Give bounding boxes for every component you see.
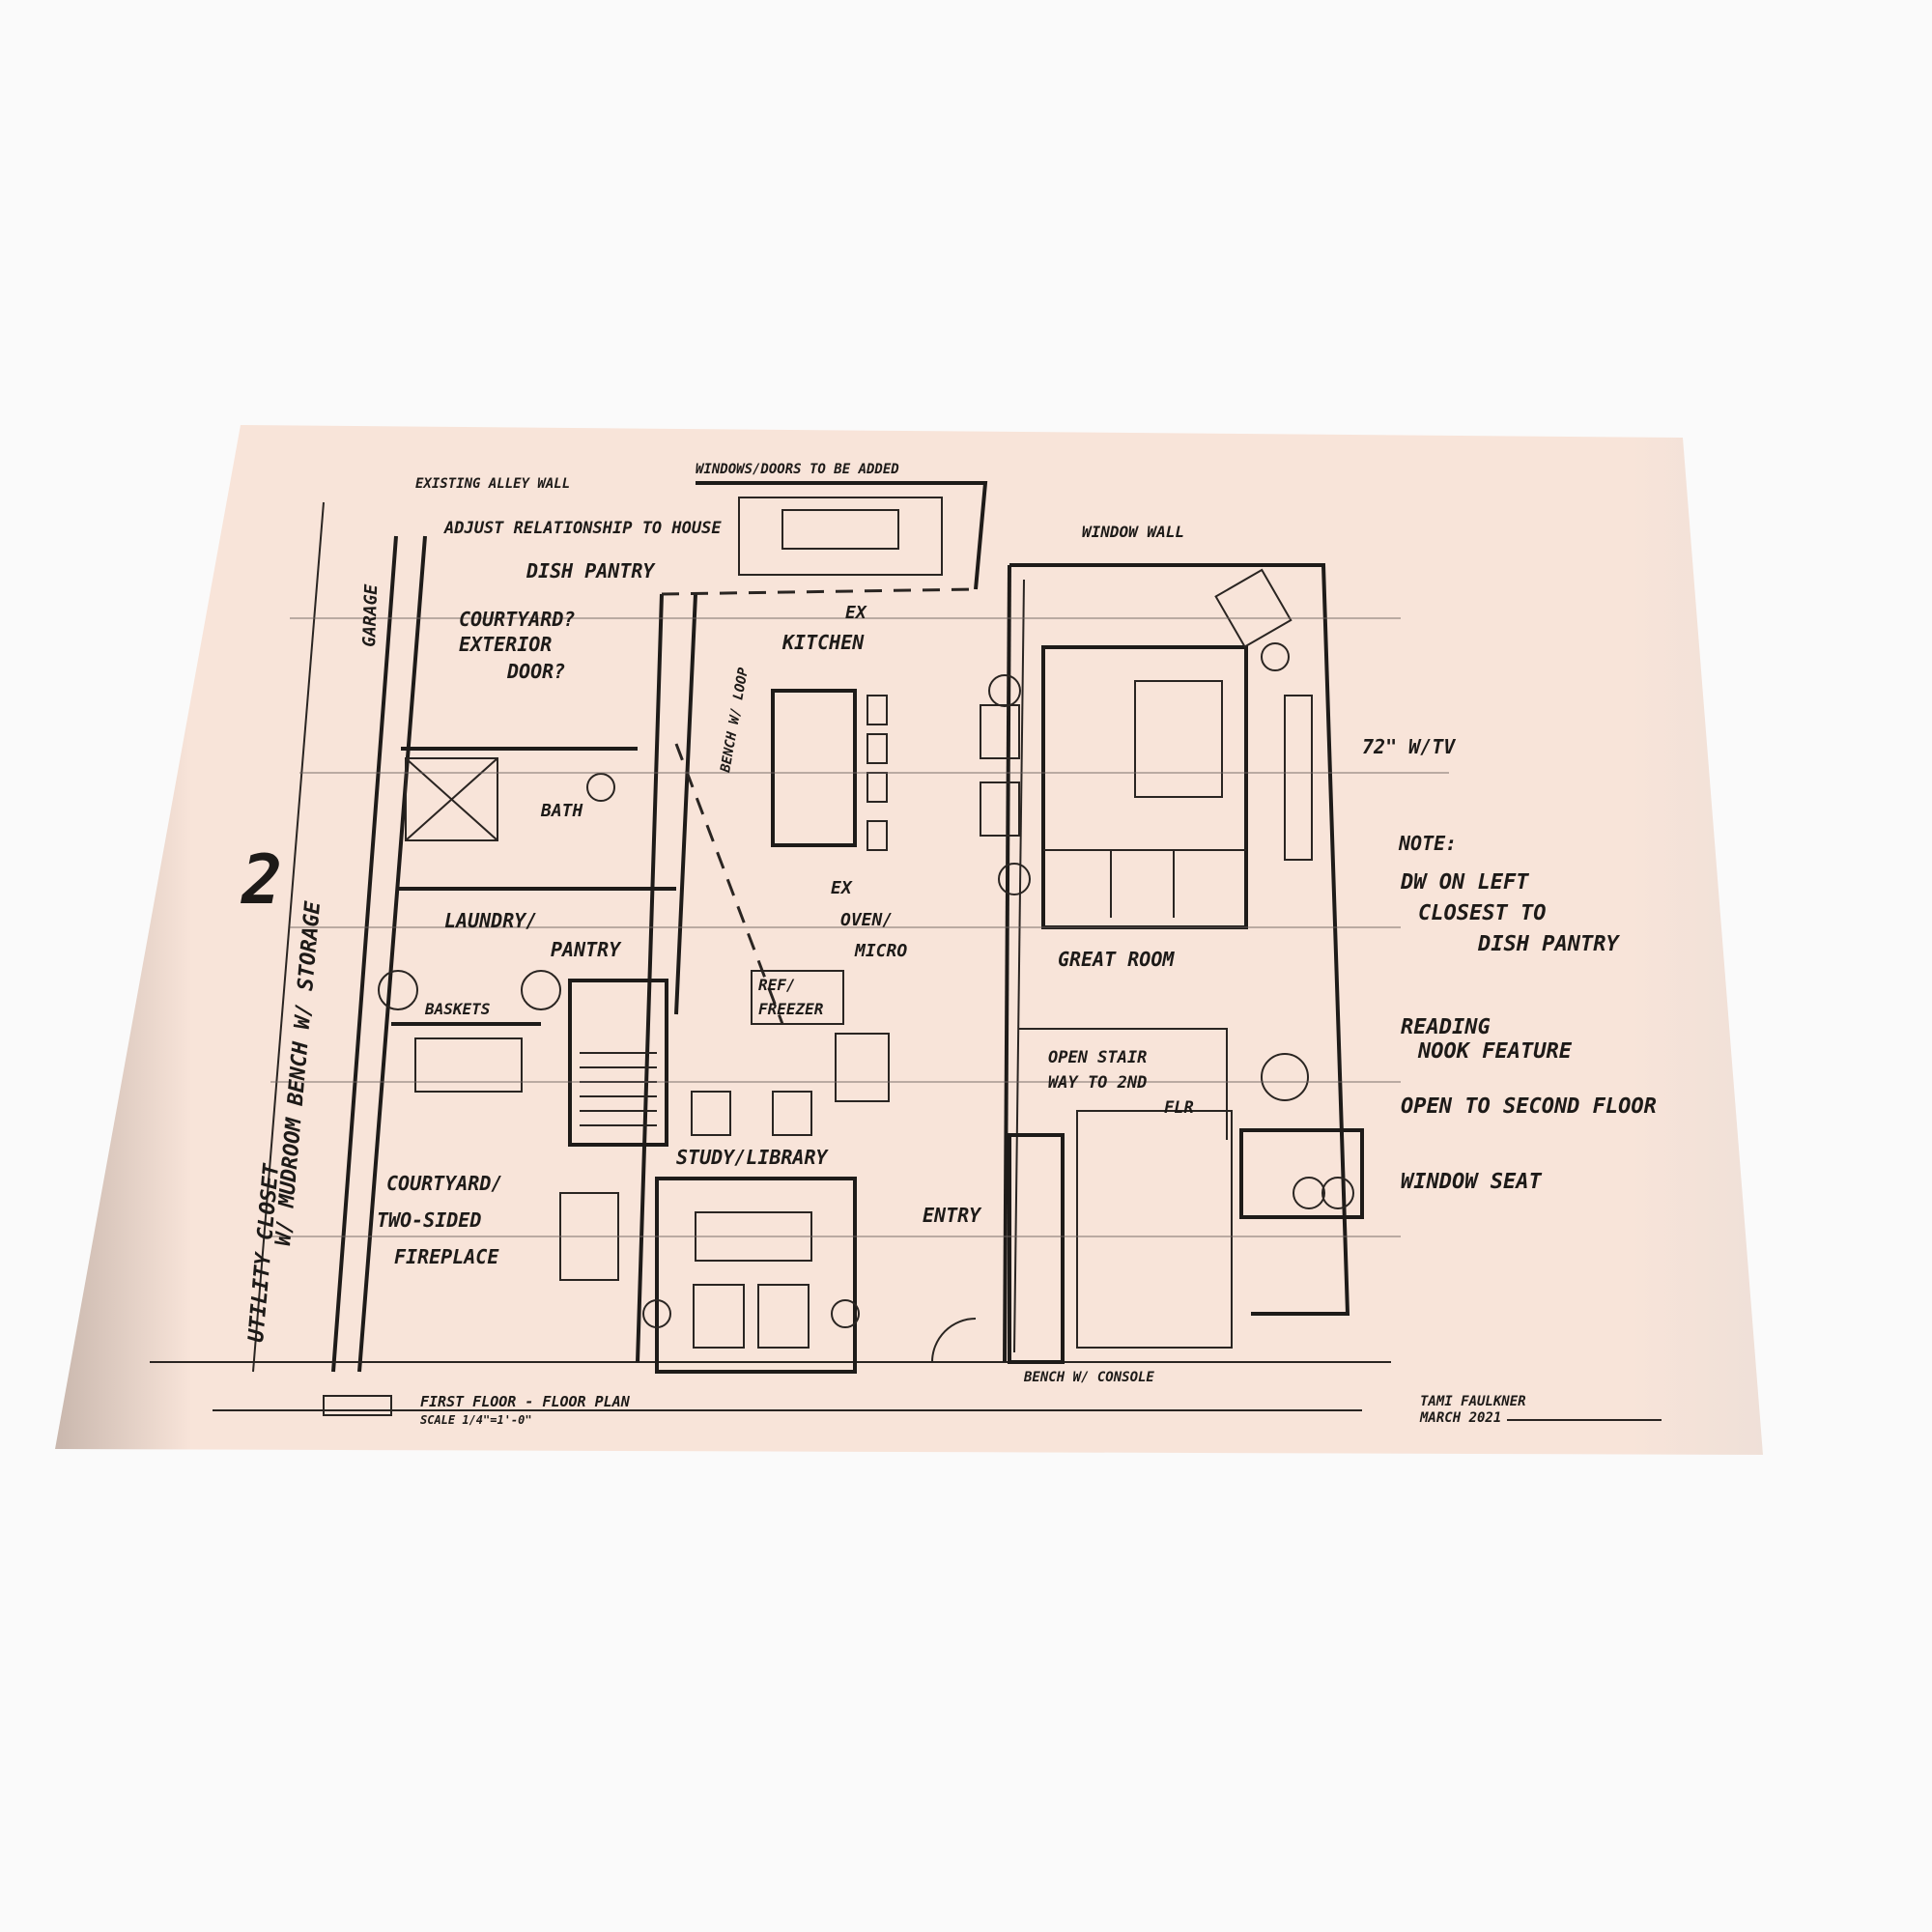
note-fireplace-3: FIREPLACE xyxy=(394,1245,499,1268)
note-windows: WINDOWS/DOORS TO BE ADDED xyxy=(696,462,899,477)
note-tv: 72" W/TV xyxy=(1362,735,1456,758)
room-stair-3: FLR xyxy=(1164,1098,1194,1118)
room-study: STUDY/LIBRARY xyxy=(676,1146,829,1169)
note-reading-2: NOOK FEATURE xyxy=(1417,1039,1573,1064)
room-stair-1: OPEN STAIR xyxy=(1048,1048,1147,1067)
room-oven-ex: EX xyxy=(831,878,853,898)
note-window-wall: WINDOW WALL xyxy=(1082,523,1184,541)
note-fireplace-1: COURTYARD/ xyxy=(386,1172,502,1195)
note-courtyard-3: DOOR? xyxy=(506,660,565,683)
note-baskets: BASKETS xyxy=(424,1000,491,1018)
room-kitchen: KITCHEN xyxy=(781,631,865,654)
sheet-scale: SCALE 1/4"=1'-0" xyxy=(420,1413,532,1427)
note-open-second: OPEN TO SECOND FLOOR xyxy=(1401,1094,1657,1119)
note-fireplace-2: TWO-SIDED xyxy=(377,1208,481,1232)
note-garage: GARAGE xyxy=(359,583,382,647)
note-title: NOTE: xyxy=(1398,832,1457,855)
note-existing-wall: EXISTING ALLEY WALL xyxy=(415,476,570,492)
note-adjust: ADJUST RELATIONSHIP TO HOUSE xyxy=(443,519,722,538)
room-laundry: LAUNDRY/ xyxy=(444,909,537,932)
room-bath: BATH xyxy=(540,801,583,821)
plan-drawing xyxy=(150,481,1662,1421)
room-stair-2: WAY TO 2ND xyxy=(1048,1073,1147,1093)
room-oven: OVEN/ xyxy=(840,910,893,930)
room-great-room: GREAT ROOM xyxy=(1058,948,1175,971)
sheet-number: 2 xyxy=(241,840,282,920)
note-courtyard-2: EXTERIOR xyxy=(459,633,552,656)
note-dish-pantry: DISH PANTRY xyxy=(526,559,656,582)
note-bench-console: BENCH W/ CONSOLE xyxy=(1023,1370,1154,1385)
sheet-title: FIRST FLOOR - FLOOR PLAN xyxy=(420,1393,631,1410)
room-freezer: FREEZER xyxy=(758,1000,824,1018)
sheet-date: MARCH 2021 xyxy=(1419,1410,1501,1426)
paper xyxy=(55,425,1763,1455)
note-reading-1: READING xyxy=(1401,1015,1491,1039)
note-line-3: DISH PANTRY xyxy=(1477,932,1620,956)
note-line-1: DW ON LEFT xyxy=(1400,870,1529,895)
room-entry: ENTRY xyxy=(923,1204,982,1227)
room-ref: REF/ xyxy=(758,976,796,994)
note-courtyard-1: COURTYARD? xyxy=(459,608,575,631)
note-window-seat: WINDOW SEAT xyxy=(1401,1170,1542,1194)
room-micro: MICRO xyxy=(854,941,907,961)
room-pantry: PANTRY xyxy=(551,938,622,961)
room-kitchen-ex: EX xyxy=(845,603,867,623)
note-line-2: CLOSEST TO xyxy=(1418,901,1546,925)
sheet-author: TAMI FAULKNER xyxy=(1420,1394,1526,1409)
